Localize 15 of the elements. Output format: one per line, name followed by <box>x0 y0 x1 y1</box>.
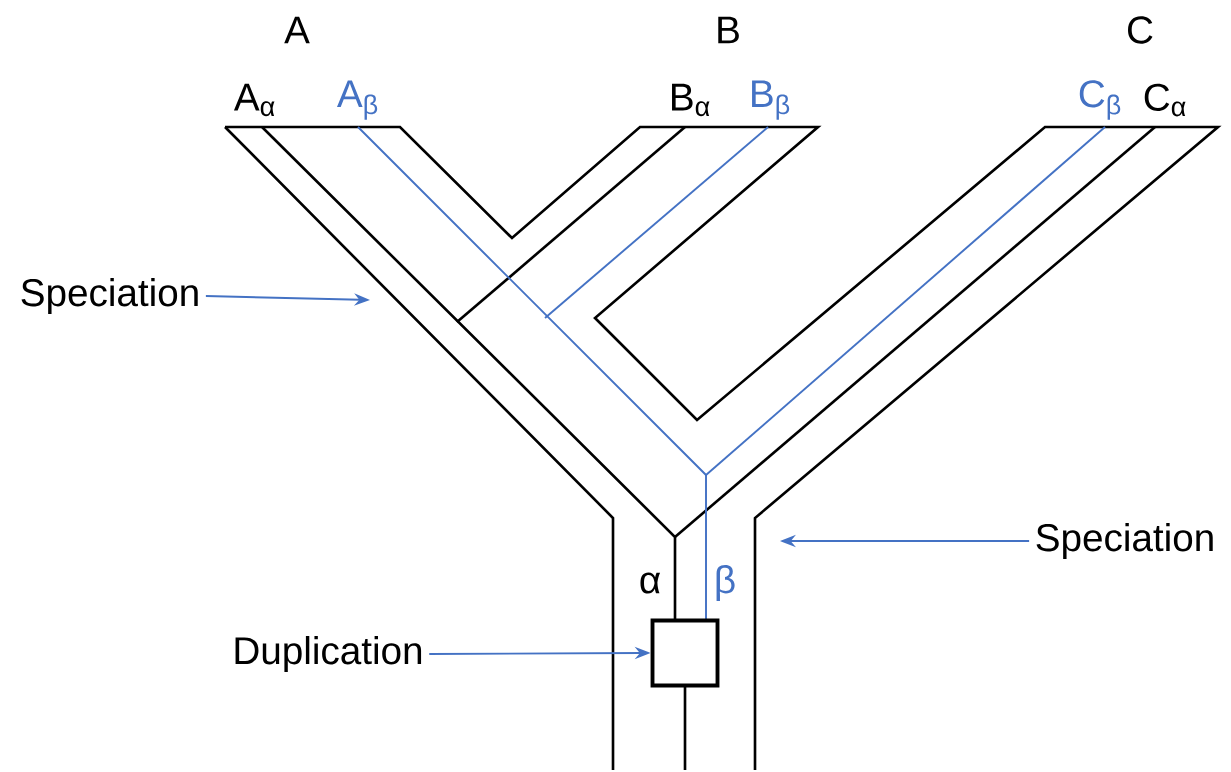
gene-label: β <box>716 565 735 601</box>
gene-label: A$_{α}$ <box>233 83 275 117</box>
species-label: C <box>1128 16 1153 44</box>
gene-label: C$_{β}$ <box>1079 80 1121 120</box>
duplication-label: Duplication <box>235 636 422 672</box>
gene-label: C$_{α}$ <box>1144 83 1186 117</box>
species-label: B <box>718 16 739 44</box>
species-label: A <box>284 16 310 44</box>
speciation-label: Speciation <box>21 278 198 314</box>
gene-label: B$_{α}$ <box>672 83 710 117</box>
gene-label: B$_{β}$ <box>752 80 790 120</box>
speciation-label: Speciation <box>1036 523 1213 559</box>
gene-label: α <box>640 572 661 594</box>
gene-label: A$_{β}$ <box>337 80 378 120</box>
duplication-box <box>650 618 720 688</box>
